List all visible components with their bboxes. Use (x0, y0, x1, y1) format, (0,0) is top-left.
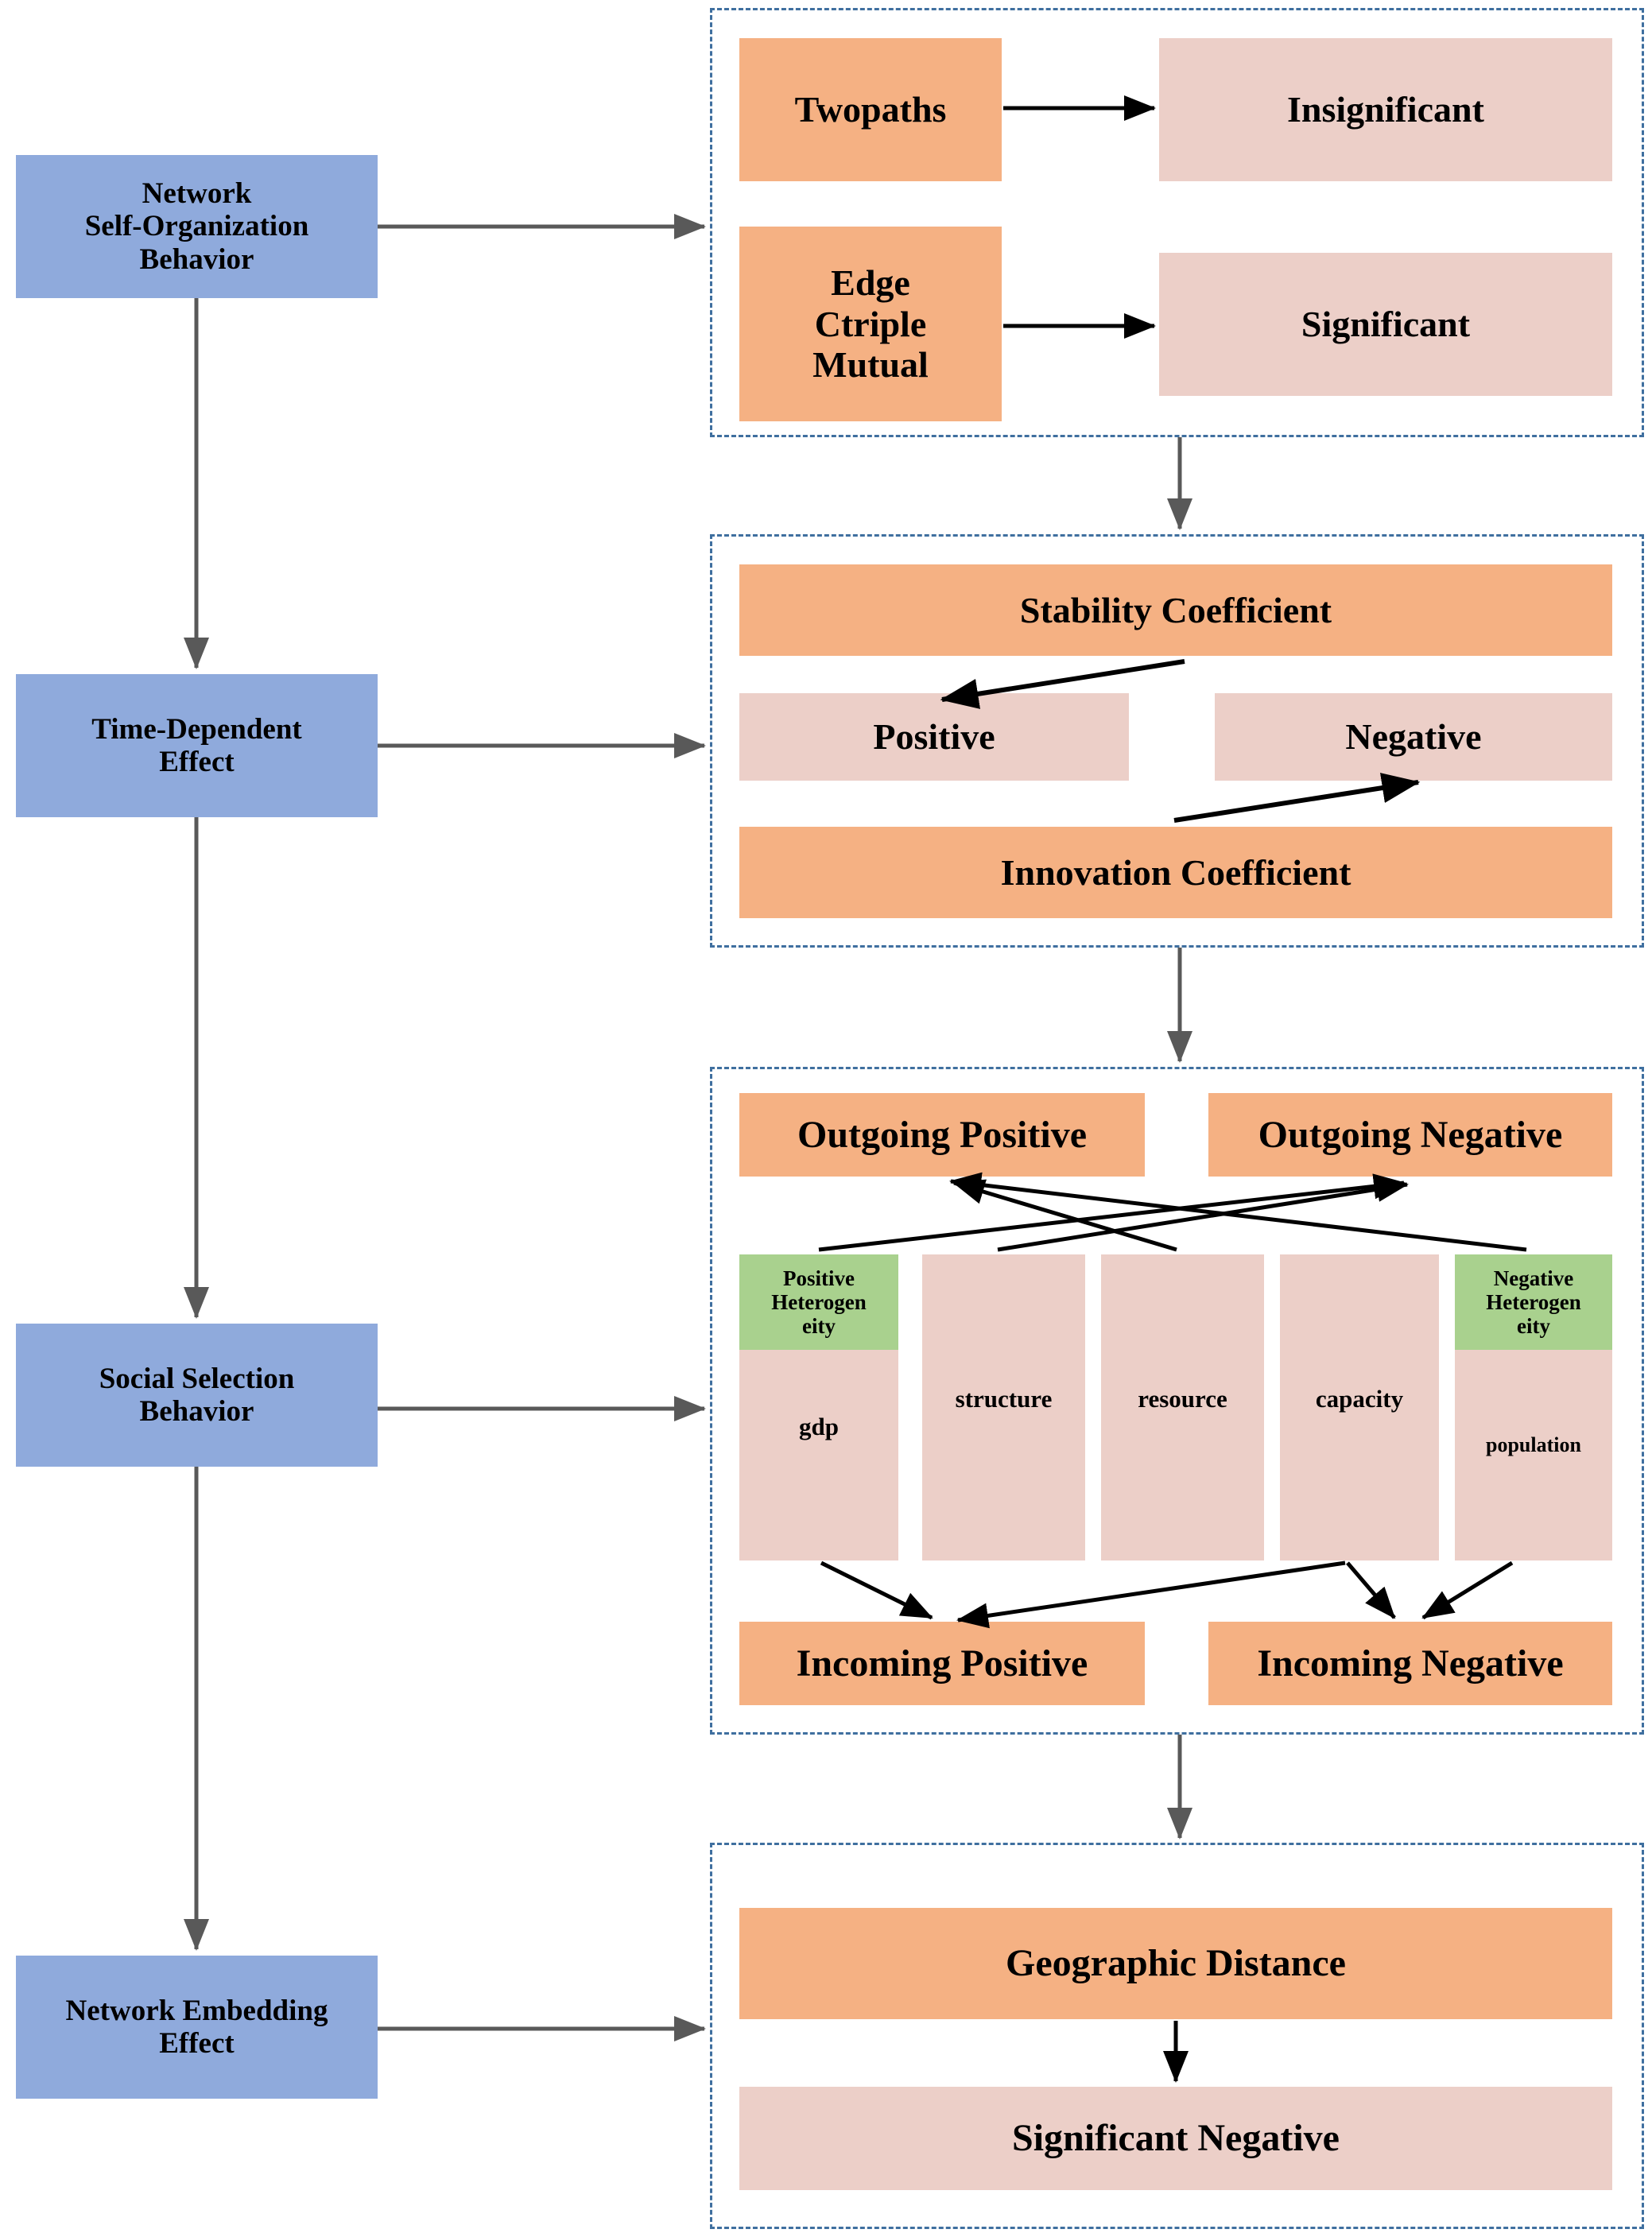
node-incoming-negative[interactable]: Incoming Negative (1208, 1622, 1612, 1705)
group-frame-network-embedding (710, 1843, 1644, 2229)
edge-structure-to-outgoing-negative (997, 1177, 1409, 1252)
node-outgoing-positive[interactable]: Outgoing Positive (739, 1093, 1145, 1177)
node-resource-label: resource (1138, 1385, 1227, 1413)
node-resource[interactable] (1101, 1254, 1264, 1560)
node-incoming-positive[interactable]: Incoming Positive (739, 1622, 1145, 1705)
edge-population-to-incoming-negative (1421, 1560, 1514, 1620)
edge-stability-to-positive (940, 659, 1185, 709)
edge-gdp-to-incoming-positive (820, 1560, 933, 1620)
edge-resource-to-outgoing-positive (952, 1179, 1177, 1252)
node-outgoing-negative[interactable]: Outgoing Negative (1208, 1093, 1612, 1177)
edge-positive-heterogeneity-to-outgoing-negative (818, 1173, 1406, 1252)
node-twopaths[interactable]: Twopaths (739, 38, 1002, 181)
node-capacity[interactable] (1280, 1254, 1439, 1560)
node-positive[interactable]: Positive (739, 693, 1129, 781)
edge-negative-heterogeneity-to-outgoing-positive (949, 1172, 1527, 1252)
node-structure[interactable] (922, 1254, 1085, 1560)
node-capacity-label: capacity (1315, 1385, 1404, 1413)
group-frame-time-dependent (710, 534, 1644, 948)
group-frame-self-organization (710, 8, 1644, 437)
node-significant-negative[interactable]: Significant Negative (739, 2087, 1612, 2190)
node-negative[interactable]: Negative (1215, 693, 1612, 781)
edge-capacity-to-incoming-negative (1346, 1561, 1396, 1619)
edge-capacity-to-incoming-positive (956, 1560, 1346, 1629)
node-population-label[interactable]: population (1486, 1433, 1581, 1456)
node-stability-coefficient[interactable]: Stability Coefficient (739, 564, 1612, 656)
node-gdp-label[interactable]: gdp (799, 1413, 839, 1440)
node-innovation-coefficient[interactable]: Innovation Coefficient (739, 827, 1612, 918)
node-insignificant[interactable]: Insignificant (1159, 38, 1612, 181)
group-frame-social-selection (710, 1067, 1644, 1735)
node-significant[interactable]: Significant (1159, 253, 1612, 396)
node-structure-label: structure (955, 1385, 1053, 1413)
edge-innovation-to-negative (1173, 773, 1421, 823)
node-geographic-distance[interactable]: Geographic Distance (739, 1908, 1612, 2019)
